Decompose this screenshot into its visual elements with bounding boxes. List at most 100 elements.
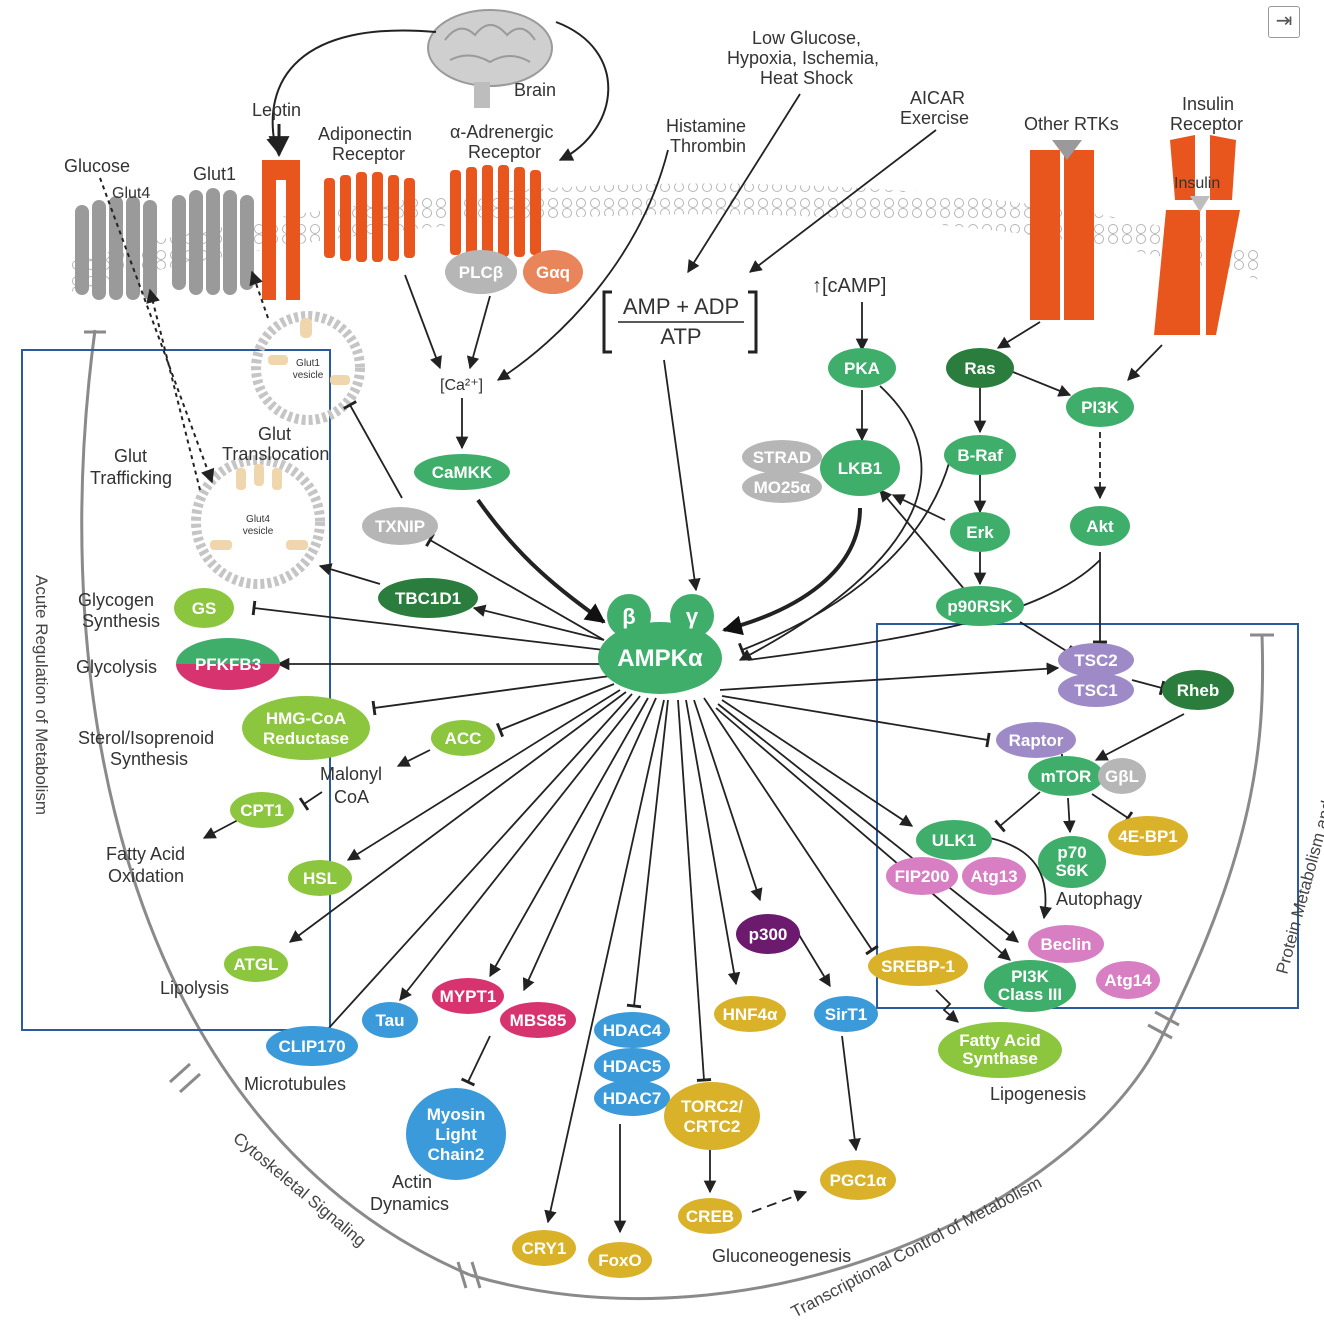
fip200-text: FIP200 <box>895 867 950 886</box>
ras-node <box>946 348 1014 388</box>
torc2-node <box>664 1082 760 1150</box>
ca-label: [Ca²⁺] <box>440 377 483 394</box>
glut4-vesicle: Glut4 vesicle <box>191 455 325 589</box>
beclin-node <box>1028 925 1104 963</box>
p70s6k-node <box>1038 836 1106 888</box>
tau-node <box>362 1002 418 1038</box>
braf-text: B-Raf <box>957 446 1003 465</box>
pgc1a-text: PGC1α <box>830 1171 887 1190</box>
aicar-label-2: Exercise <box>900 108 969 128</box>
beclin-text: Beclin <box>1040 935 1091 954</box>
gluconeogenesis-label: Gluconeogenesis <box>712 1246 851 1266</box>
p70s6k-text-1: p70 <box>1057 843 1086 862</box>
glut-trafficking-label-1: Glut <box>114 446 147 466</box>
brain-label: Brain <box>514 80 556 100</box>
sterol-label-1: Sterol/Isoprenoid <box>78 728 214 748</box>
insulin-receptor-label-2: Receptor <box>1170 114 1243 134</box>
glut4-vesicle-text-1: Glut4 <box>246 514 270 525</box>
creb-text: CREB <box>686 1207 734 1226</box>
pi3k3-text-2: Class III <box>998 985 1062 1004</box>
pi3k-node <box>1066 387 1134 427</box>
exit-icon[interactable]: ⇥ <box>1268 6 1300 38</box>
rheb-node <box>1162 670 1234 710</box>
raptor-text: Raptor <box>1009 731 1064 750</box>
low-glucose-label-1: Low Glucose, <box>752 28 861 48</box>
ampk-alpha-text: AMPKα <box>617 645 703 672</box>
fatty-acid-oxidation-label-1: Fatty Acid <box>106 844 185 864</box>
p70s6k-text-2: S6K <box>1055 861 1089 880</box>
plcb-text: PLCβ <box>459 263 503 282</box>
braf-node <box>944 435 1016 475</box>
hmgcoa-node <box>242 696 370 760</box>
insulin-receptor-label-1: Insulin <box>1182 94 1234 114</box>
amp-adp-text: AMP + ADP <box>623 294 739 319</box>
fas-node <box>938 1022 1062 1078</box>
hnf4a-node <box>714 996 786 1032</box>
p90rsk-text: p90RSK <box>947 597 1013 616</box>
pfkfb3-node-top <box>176 638 280 664</box>
strad-node <box>742 440 822 474</box>
camp-label: ↑[cAMP] <box>812 275 886 297</box>
microtubules-label: Microtubules <box>244 1074 346 1094</box>
glut4-label: Glut4 <box>112 185 150 202</box>
tbc1d1-node <box>378 578 478 618</box>
foxo-text: FoxO <box>598 1251 641 1270</box>
ampk-beta-text: β <box>622 604 635 629</box>
akt-node <box>1070 506 1130 546</box>
ampk-gamma-text: γ <box>686 604 699 629</box>
lkb1-node <box>820 440 900 496</box>
pathway-edges <box>202 93 1185 1234</box>
srebp1-text: SREBP-1 <box>881 957 955 976</box>
tsc1-text: TSC1 <box>1074 681 1117 700</box>
lipogenesis-label: Lipogenesis <box>990 1084 1086 1104</box>
strad-text: STRAD <box>753 448 812 467</box>
hdac7-text: HDAC7 <box>603 1089 662 1108</box>
actin-dynamics-label-2: Dynamics <box>370 1194 449 1214</box>
aicar-label-1: AICAR <box>910 88 965 108</box>
cry1-text: CRY1 <box>522 1239 567 1258</box>
malonyl-label-1: Malonyl <box>320 764 382 784</box>
hsl-text: HSL <box>303 869 337 888</box>
gbl-node <box>1098 758 1146 794</box>
cpt1-node <box>230 792 294 828</box>
clip170-text: CLIP170 <box>278 1037 345 1056</box>
mlc2-node <box>406 1088 506 1180</box>
fas-text-2: Synthase <box>962 1049 1038 1068</box>
histamine-label-1: Histamine <box>666 116 746 136</box>
amp-atp-ratio: AMP + ADP ATP <box>602 290 758 354</box>
glut1-vesicle-text-1: Glut1 <box>296 358 320 369</box>
glut-translocation-label-1: Glut <box>258 424 291 444</box>
txnip-node <box>362 507 438 545</box>
low-glucose-label-3: Heat Shock <box>760 68 854 88</box>
tsc2-node <box>1058 643 1134 677</box>
glycogen-synthesis-label-2: Synthesis <box>82 611 160 631</box>
p300-node <box>736 914 800 954</box>
pfkfb3-node-bottom <box>176 664 280 690</box>
plcb-node <box>445 250 517 294</box>
glut4-transporter <box>75 196 157 300</box>
malonyl-label-2: CoA <box>334 787 369 807</box>
hdac5-node <box>594 1048 670 1084</box>
other-rtks-label: Other RTKs <box>1024 114 1119 134</box>
akt-text: Akt <box>1086 517 1114 536</box>
adiponectin-label-1: Adiponectin <box>318 124 412 144</box>
tau-text: Tau <box>376 1011 405 1030</box>
ulk1-node <box>916 820 992 860</box>
actin-dynamics-label-1: Actin <box>392 1172 432 1192</box>
cell-membrane <box>70 183 1260 292</box>
erk-text: Erk <box>966 523 994 542</box>
brain-icon <box>427 9 553 108</box>
adiponectin-receptor <box>324 172 415 262</box>
pathway-nodes: CaMKKPKASTRADMO25αLKB1RasB-RafErkp90RSKP… <box>174 348 1234 1278</box>
rheb-text: Rheb <box>1177 681 1220 700</box>
region-cytoskeletal: Cytoskeletal Signaling <box>229 1129 369 1251</box>
sterol-label-2: Synthesis <box>110 749 188 769</box>
mbs85-text: MBS85 <box>510 1011 567 1030</box>
gaq-text: Gαq <box>536 263 570 282</box>
lkb1-text: LKB1 <box>838 459 882 478</box>
glut1-transporter <box>172 188 254 295</box>
gs-node <box>174 588 234 628</box>
glycolysis-label: Glycolysis <box>76 657 157 677</box>
low-glucose-label-2: Hypoxia, Ischemia, <box>727 48 879 68</box>
